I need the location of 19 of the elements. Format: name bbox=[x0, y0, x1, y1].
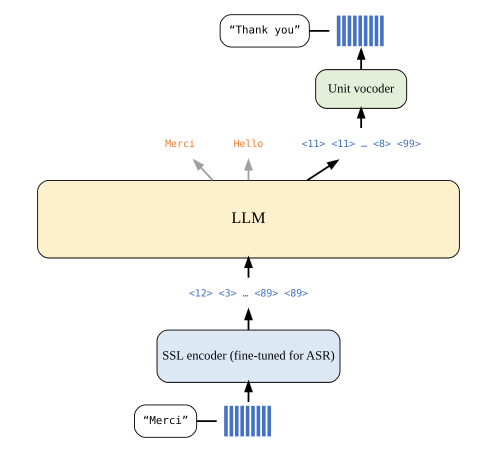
connector bbox=[196, 420, 216, 422]
arrow bbox=[244, 380, 252, 402]
arrow bbox=[244, 255, 252, 278]
node-text: <12> <3> … <89> <89> bbox=[188, 288, 308, 300]
node-box: SSL encoder (fine-tuned for ASR) bbox=[156, 330, 340, 383]
node-box: Unit vocoder bbox=[314, 69, 407, 109]
connector bbox=[309, 30, 329, 32]
arrow bbox=[244, 158, 252, 180]
node-text: Merci bbox=[164, 138, 194, 150]
arrow bbox=[306, 159, 340, 182]
node-box: “Merci” bbox=[134, 404, 197, 438]
arrow bbox=[192, 158, 213, 181]
arrow bbox=[356, 106, 366, 128]
node-text: <11> <11> … <8> <99> bbox=[301, 138, 420, 150]
node-box: “Thank you” bbox=[219, 14, 310, 48]
node-box: LLM bbox=[36, 180, 460, 258]
arrow bbox=[244, 308, 252, 330]
arrow bbox=[356, 47, 366, 70]
node-text: Hello bbox=[233, 138, 263, 150]
